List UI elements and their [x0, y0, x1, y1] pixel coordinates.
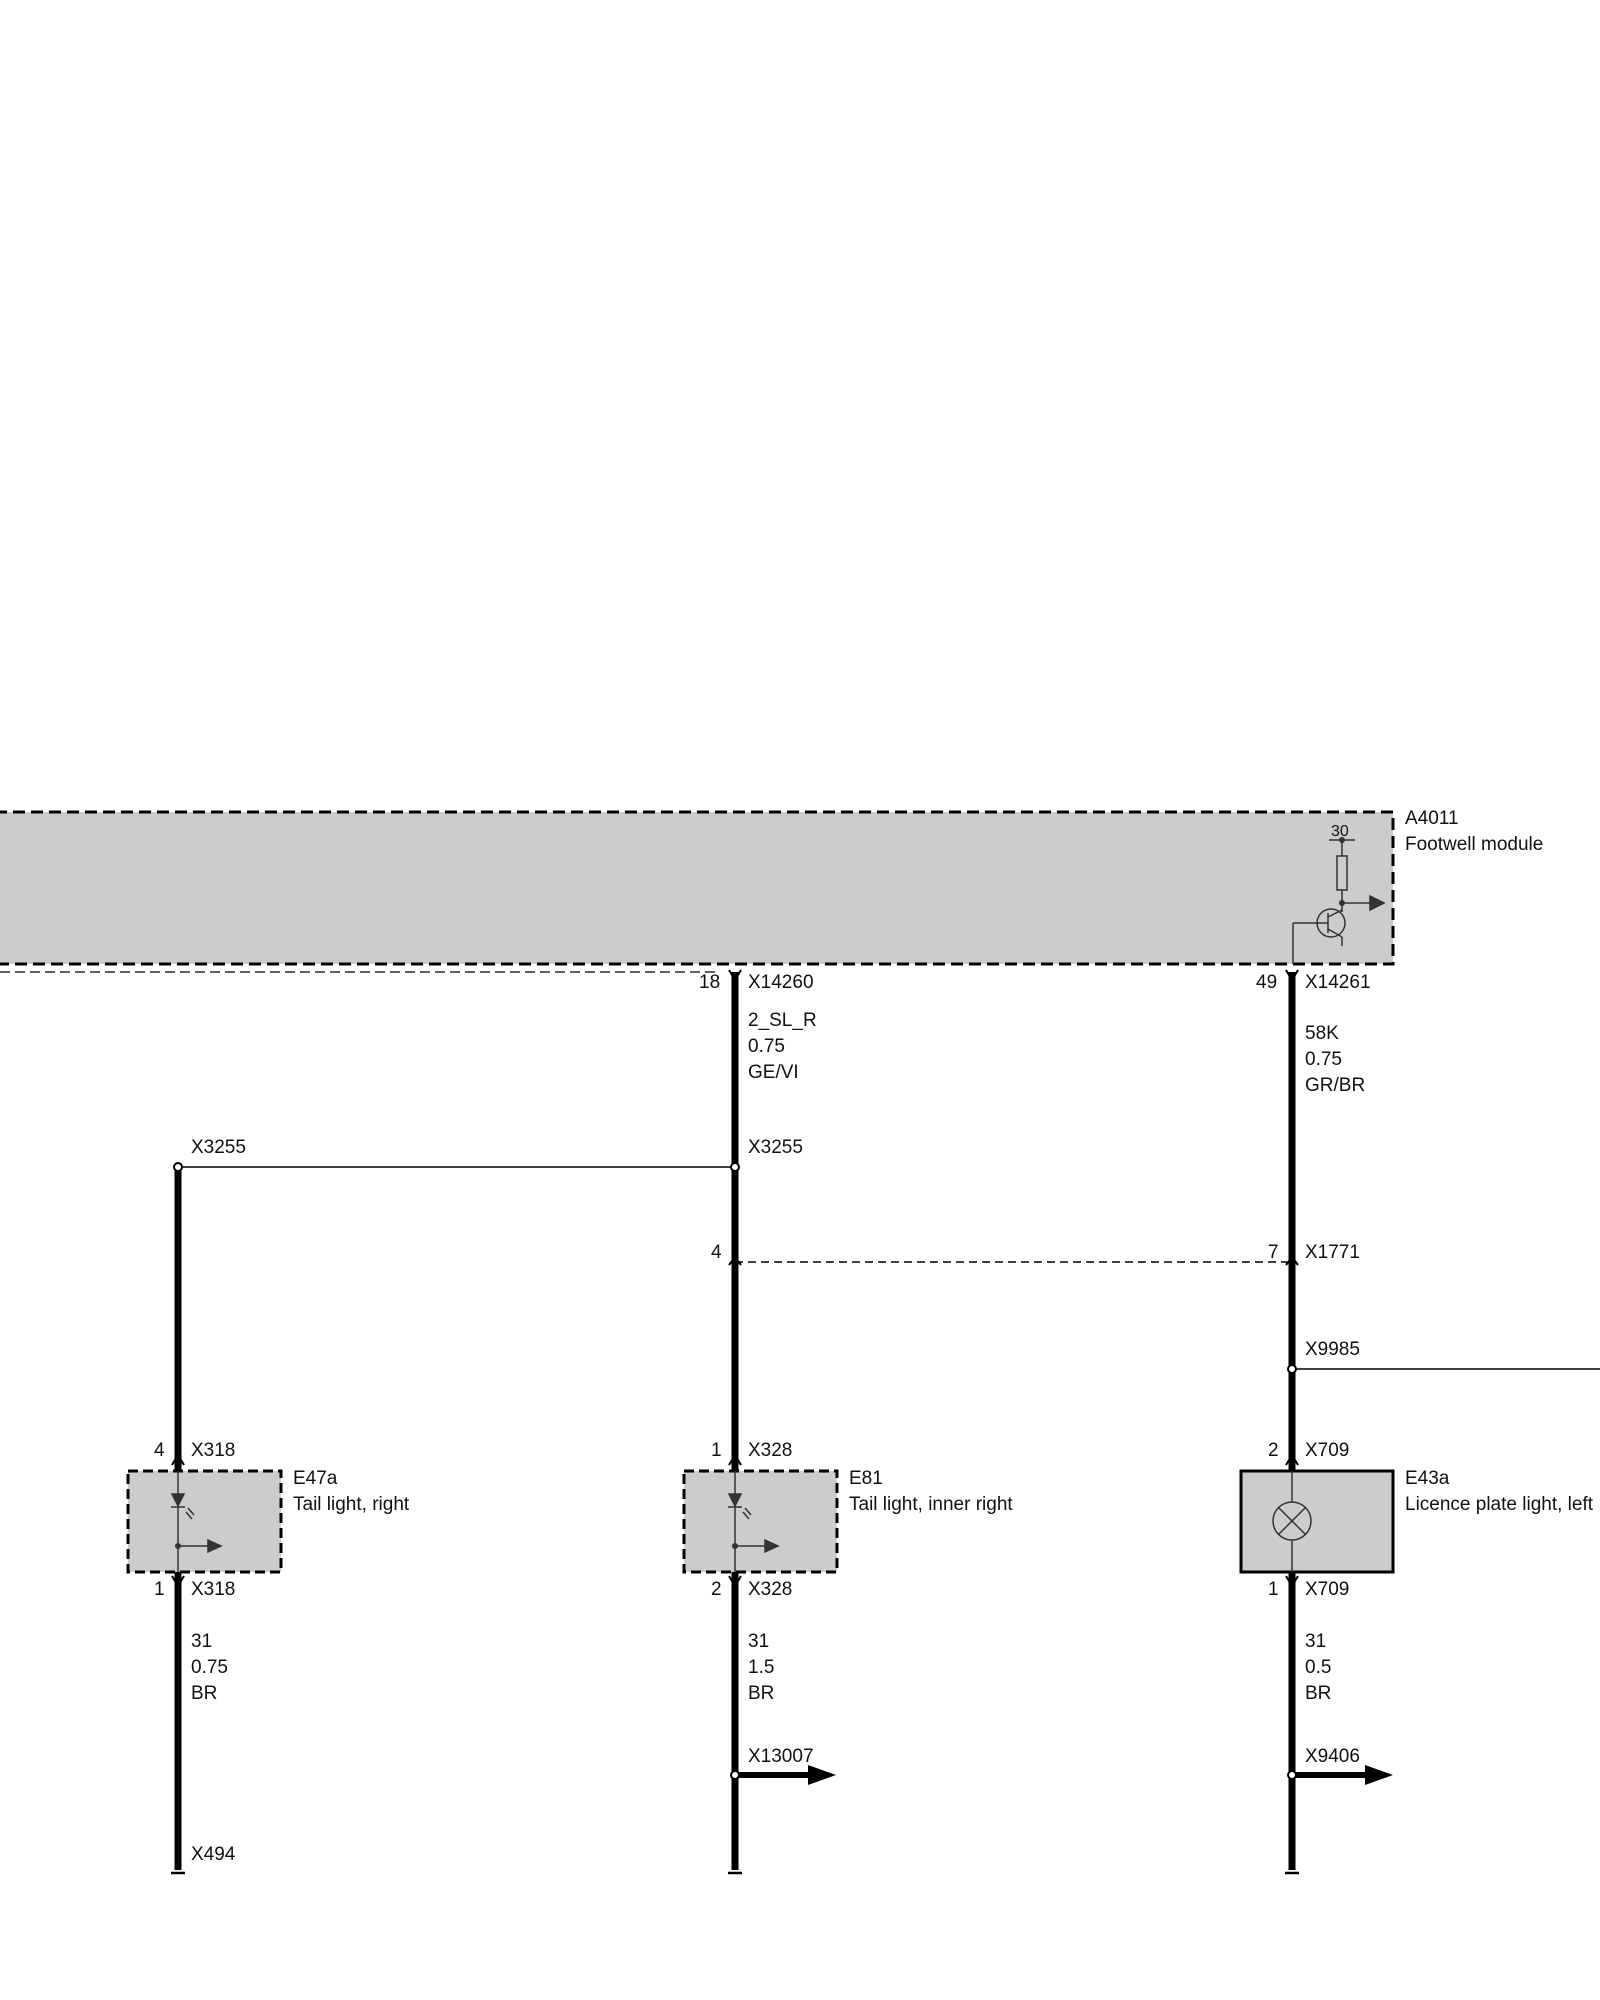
footwell-module-box: [0, 810, 1395, 966]
component-name: Tail light, inner right: [849, 1494, 1013, 1515]
wire-signal-label: 2_SL_R: [748, 1010, 817, 1031]
module-name: Footwell module: [1405, 834, 1543, 855]
connector-label: X328: [748, 1440, 792, 1461]
connector-x318-bottom-symbol: [171, 1575, 185, 1588]
wire-size-label: 0.5: [1305, 1657, 1331, 1678]
ground-label: X494: [191, 1844, 236, 1865]
wire-size-label: 1.5: [748, 1657, 774, 1678]
connector-x14261-label: X14261: [1305, 972, 1371, 993]
connector-x709-top-symbol: [1285, 1453, 1299, 1466]
reference-label: X13007: [748, 1746, 814, 1767]
wire-color-label: GR/BR: [1305, 1075, 1365, 1096]
pin-label: 2: [1268, 1440, 1279, 1461]
driver-node: [1339, 900, 1345, 906]
pin-7: 7: [1268, 1242, 1279, 1263]
connector-x14261-symbol: [1285, 969, 1299, 982]
connector-label: X709: [1305, 1579, 1349, 1600]
wire-signal-label: 58K: [1305, 1023, 1339, 1044]
connector-x1771-symbol-left: [728, 1255, 742, 1266]
splice-x9985-label: X9985: [1305, 1339, 1360, 1360]
splice-x9985-node: [1287, 1364, 1297, 1374]
component-id: E47a: [293, 1468, 338, 1489]
component-id: E43a: [1405, 1468, 1450, 1489]
licence-plate-light-box: [1239, 1469, 1395, 1574]
splice-x3255-node-left: [173, 1162, 183, 1172]
wire-color-label: BR: [748, 1683, 774, 1704]
connector-label: X328: [748, 1579, 792, 1600]
led-node: [732, 1543, 738, 1549]
wire-size-label: 0.75: [748, 1036, 785, 1057]
connector-x328-top-symbol: [728, 1453, 742, 1466]
connector-x328-bottom-symbol: [728, 1575, 742, 1588]
connector-label: X318: [191, 1440, 235, 1461]
led-node: [175, 1543, 181, 1549]
tail-light-inner-right-box: [682, 1469, 839, 1574]
splice-x3255-label-left: X3255: [191, 1137, 246, 1158]
ground-terminal-mid: [728, 1861, 742, 1875]
pin-label: 1: [711, 1440, 722, 1461]
wire-signal-label: 31: [1305, 1631, 1326, 1652]
connector-label: X709: [1305, 1440, 1349, 1461]
lamp-icon: [1272, 1471, 1312, 1572]
connector-x14260-label: X14260: [748, 972, 814, 993]
pin-49: 49: [1256, 972, 1277, 993]
led-icon: [170, 1471, 223, 1572]
wire-color-label: GE/VI: [748, 1062, 799, 1083]
reference-node: [730, 1770, 740, 1780]
module-id: A4011: [1405, 808, 1459, 829]
ground-terminal-right: [1285, 1861, 1299, 1875]
wire-signal-label: 31: [191, 1631, 212, 1652]
pin-label: 1: [1268, 1579, 1279, 1600]
pin-18: 18: [699, 972, 720, 993]
reference-label: X9406: [1305, 1746, 1360, 1767]
pin-label: 2: [711, 1579, 722, 1600]
component-name: Licence plate light, left: [1405, 1494, 1594, 1515]
splice-x3255-node: [730, 1162, 740, 1172]
wire-size-label: 0.75: [1305, 1049, 1342, 1070]
connector-x14260-symbol: [728, 969, 742, 982]
pin-4: 4: [711, 1242, 722, 1263]
ground-terminal-left: [171, 1861, 185, 1875]
component-id: E81: [849, 1468, 883, 1489]
splice-x3255-label: X3255: [748, 1137, 803, 1158]
led-icon: [727, 1471, 780, 1572]
connector-x709-bottom-symbol: [1285, 1575, 1299, 1588]
connector-label: X318: [191, 1579, 235, 1600]
tail-light-right-box: [126, 1469, 283, 1574]
connector-x318-top-symbol: [171, 1453, 185, 1466]
supply-terminal-label: 30: [1331, 823, 1349, 840]
arrow-right-icon: [1365, 1765, 1393, 1785]
connector-x1771-label: X1771: [1305, 1242, 1360, 1263]
pin-label: 1: [154, 1579, 165, 1600]
arrow-right-icon: [808, 1765, 836, 1785]
component-name: Tail light, right: [293, 1494, 410, 1515]
reference-node: [1287, 1770, 1297, 1780]
driver-node: [1339, 837, 1345, 843]
wire-color-label: BR: [191, 1683, 217, 1704]
connector-x1771-symbol-right: [1285, 1255, 1299, 1266]
module-driver-symbol: [1292, 839, 1386, 964]
wire-signal-label: 31: [748, 1631, 769, 1652]
wire-size-label: 0.75: [191, 1657, 228, 1678]
pin-label: 4: [154, 1440, 165, 1461]
wire-color-label: BR: [1305, 1683, 1331, 1704]
